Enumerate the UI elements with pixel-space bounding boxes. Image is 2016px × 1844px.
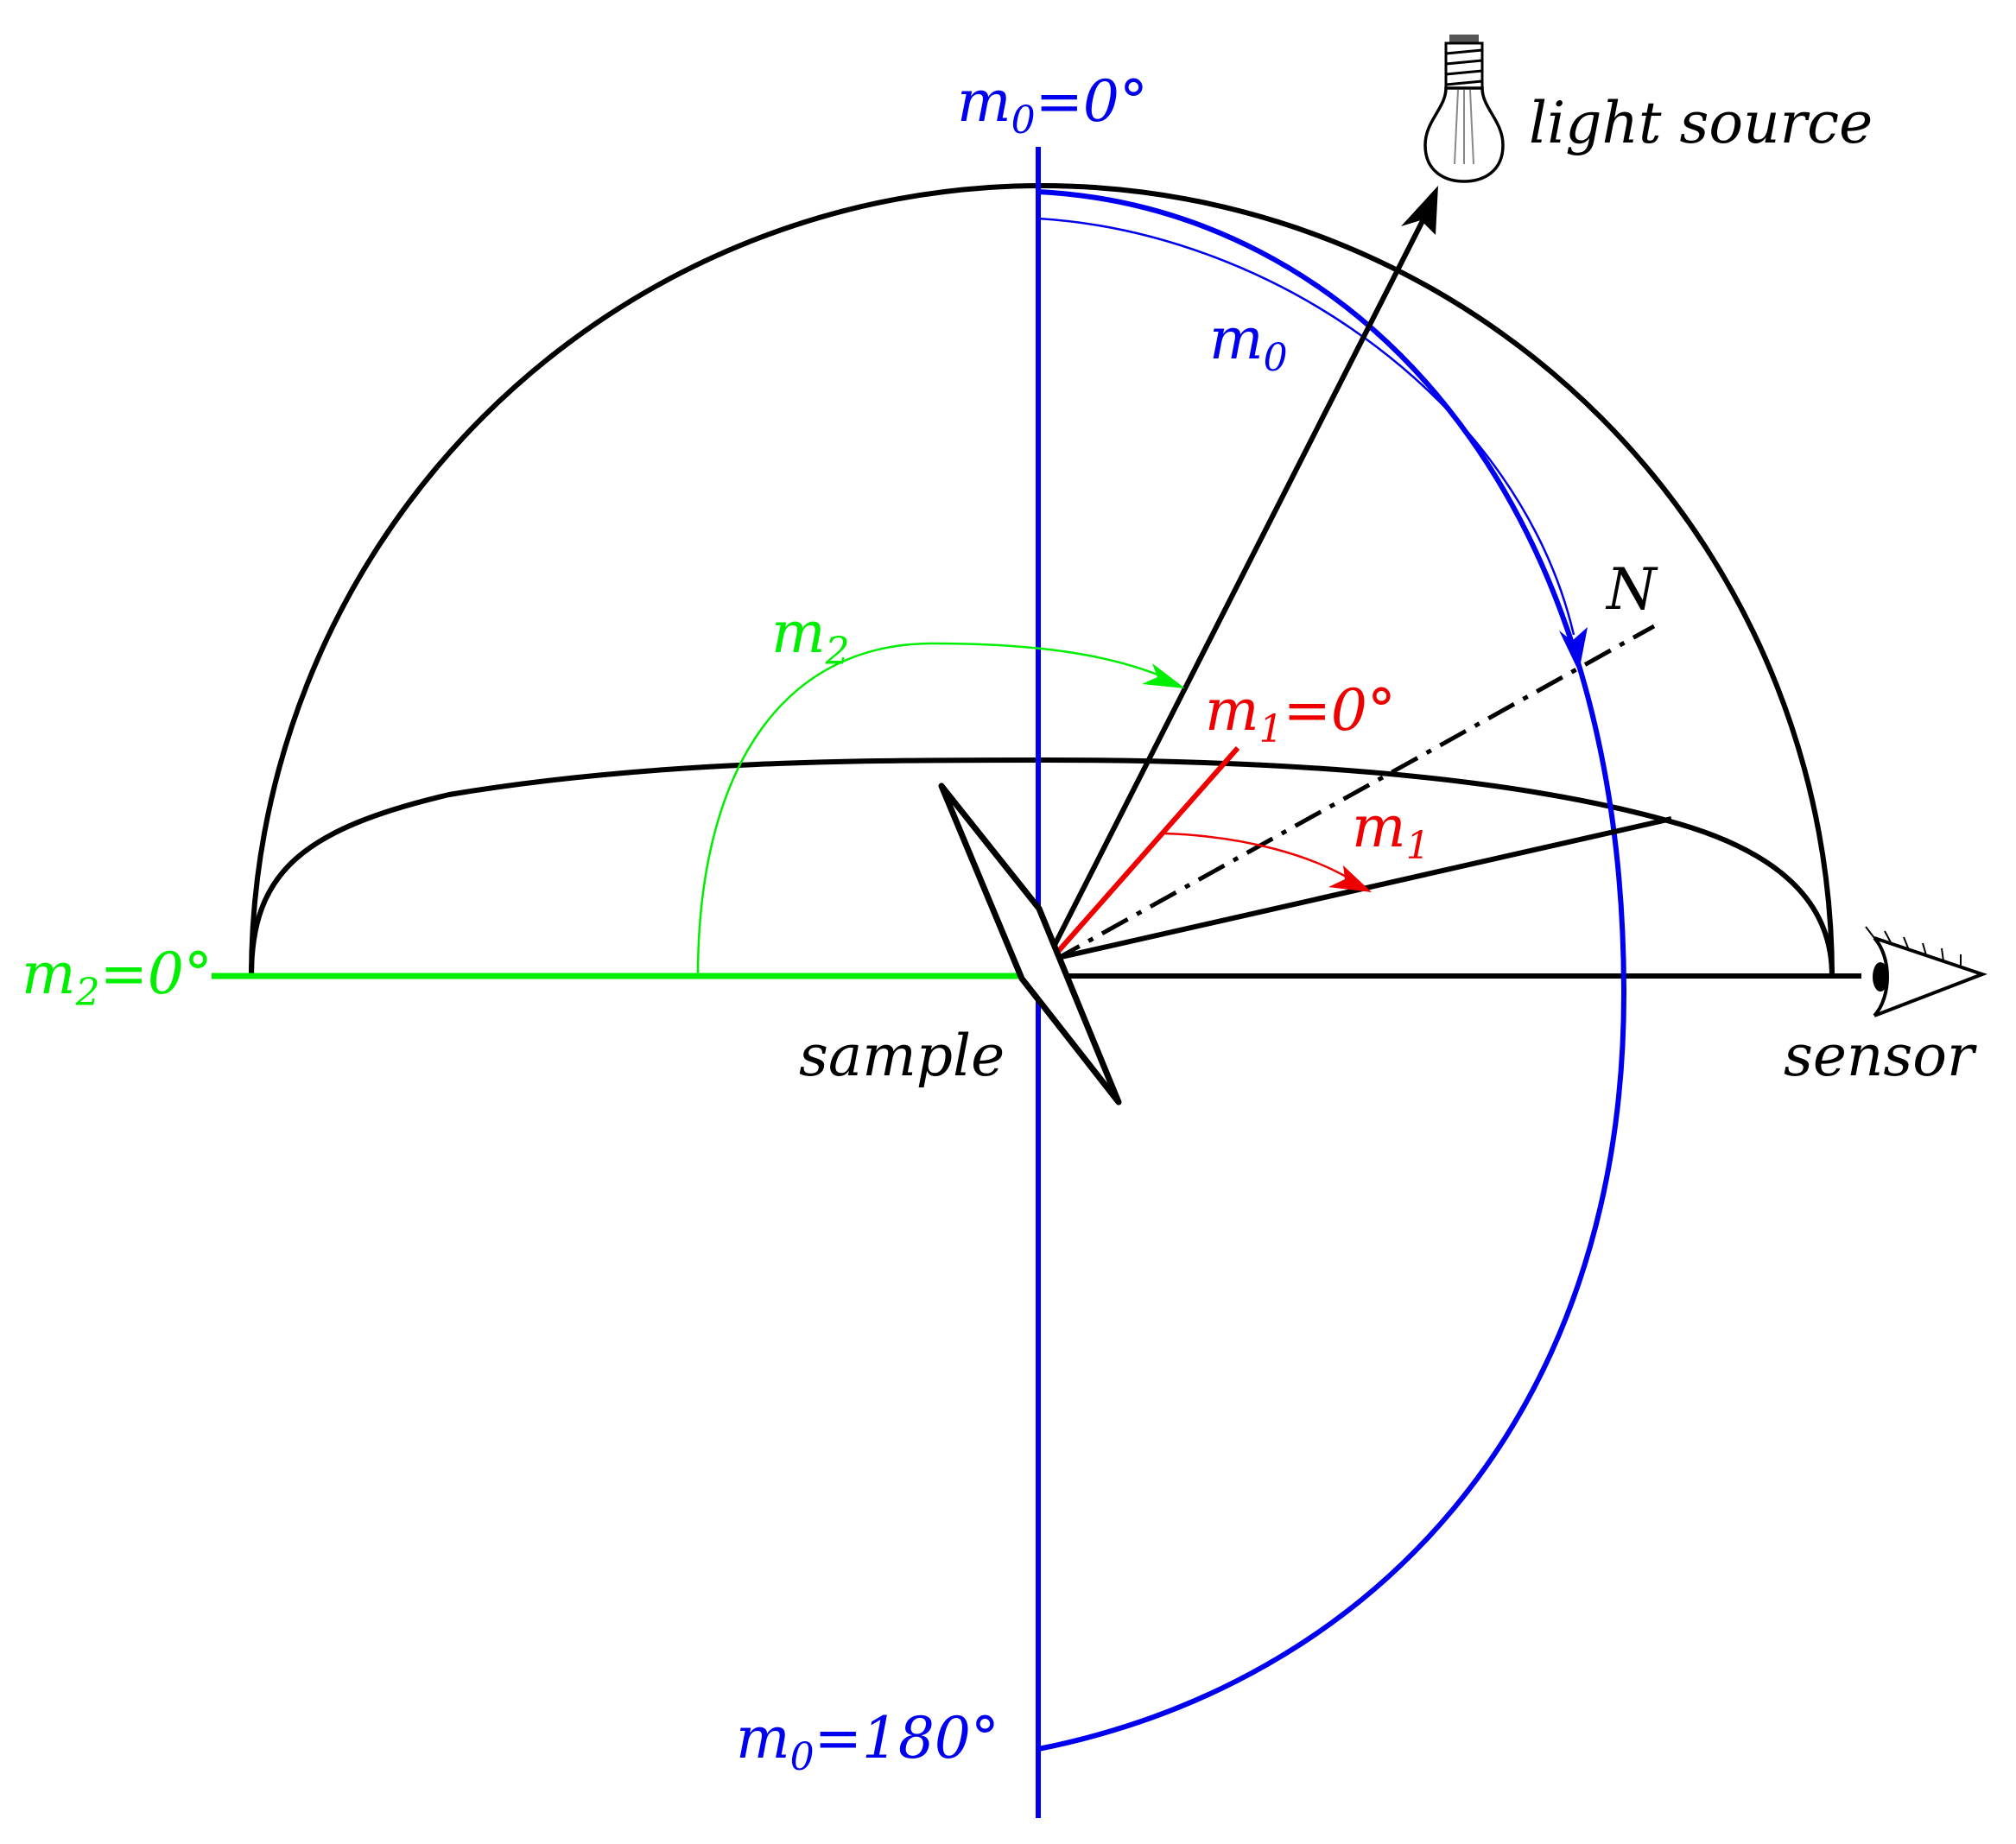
m0-range-arc xyxy=(1037,189,1627,1752)
m1-zero-label: m1=0° xyxy=(1205,677,1396,751)
m1-arrow-head xyxy=(1328,865,1372,892)
m0-arrow-head xyxy=(1559,627,1588,672)
m2-zero-label: m2=0° xyxy=(22,941,212,1015)
m0-arrow-arc xyxy=(1037,217,1575,636)
m2-arc-label: m2 xyxy=(771,599,850,674)
hemisphere-outline xyxy=(249,183,1835,977)
light-ray-arrow-head xyxy=(1401,186,1438,235)
eye-icon xyxy=(1865,926,1987,1017)
m0-180-label: m0=180° xyxy=(736,1705,999,1779)
light-ray xyxy=(1049,206,1432,952)
light-source-label: light source xyxy=(1529,90,1873,156)
light-bulb-icon xyxy=(1423,35,1505,183)
sample-plate xyxy=(938,783,1122,1106)
sample-label: sample xyxy=(799,1023,1005,1089)
m1-arrow-arc xyxy=(1163,832,1357,884)
m1-zero-line xyxy=(1053,746,1240,956)
m0-zero-label: m0=0° xyxy=(957,68,1148,143)
equator-ellipse xyxy=(249,757,1835,977)
normal-line xyxy=(1052,624,1656,963)
m2-arrow-arc xyxy=(696,642,1167,977)
sensor-label: sensor xyxy=(1784,1023,1977,1089)
m2-arrow-head xyxy=(1142,663,1185,688)
m1-arc-label: m1 xyxy=(1352,794,1430,868)
m0-arc-label: m0 xyxy=(1209,306,1288,380)
normal-label: N xyxy=(1605,556,1658,623)
